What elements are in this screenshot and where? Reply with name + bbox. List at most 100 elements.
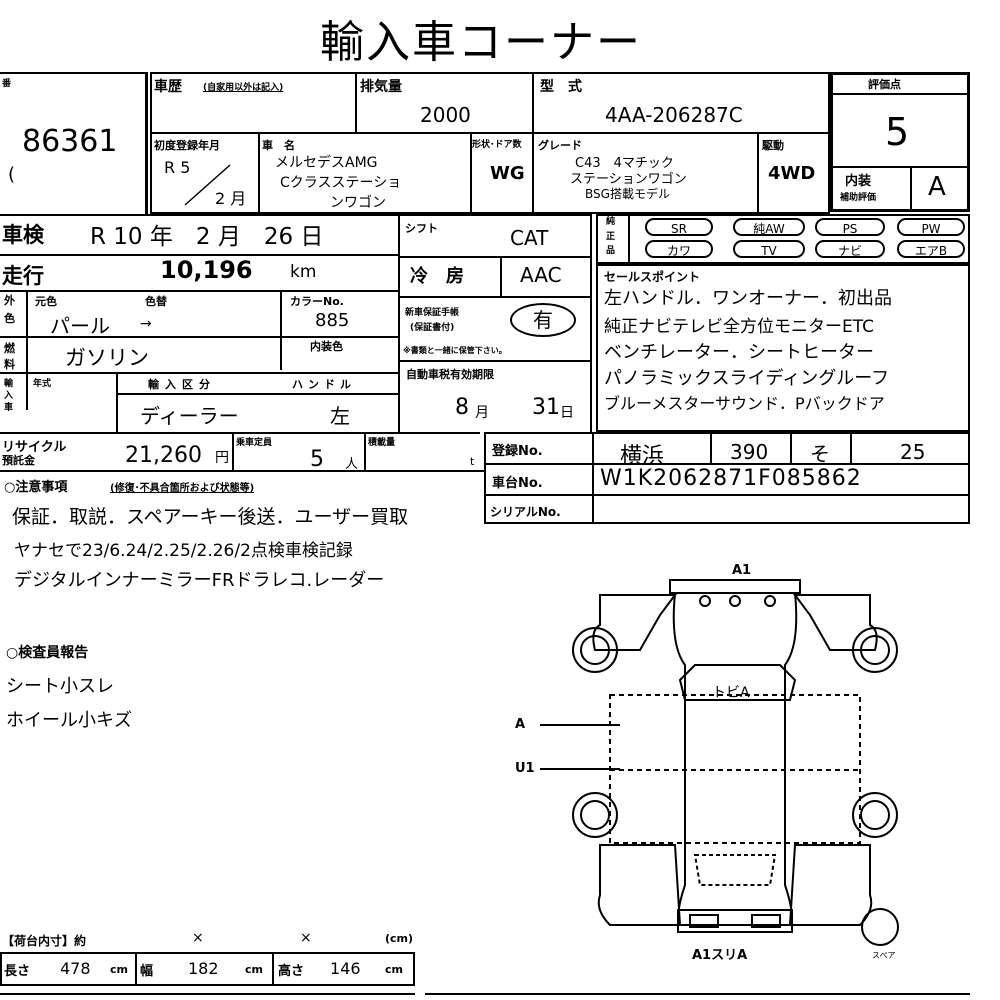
- registration-class: 390: [730, 440, 769, 464]
- shape-label: 形状･ドア数: [472, 140, 522, 150]
- equipment-label2: 正: [606, 232, 616, 242]
- name-line1: メルセデスAMG: [275, 155, 378, 171]
- lot-number: 86361: [22, 124, 118, 159]
- car-damage-diagram: [540, 579, 899, 946]
- inspector-line-1: ホイール小キズ: [6, 710, 132, 731]
- fuel-value: ガソリン: [65, 346, 149, 370]
- color-side2: 色: [4, 312, 15, 325]
- sales-line-2: ベンチレーター．シートヒーター: [604, 342, 874, 363]
- diagram-roof: トビA: [712, 685, 750, 701]
- drive-value: 4WD: [768, 163, 816, 184]
- equip-navi: ナビ: [815, 240, 885, 258]
- name-label: 車 名: [262, 139, 295, 152]
- top-grid: [150, 72, 830, 214]
- first-reg-month: 2 月: [215, 189, 247, 208]
- first-reg-year: R 5: [164, 158, 191, 177]
- manual-value-circle: 有: [510, 303, 576, 337]
- cargo-length: 478: [60, 959, 91, 978]
- cargo-label: 【荷台内寸】約: [2, 934, 87, 948]
- sales-line-1: 純正ナビテレビ全方位モニターETC: [604, 317, 874, 337]
- load-label: 積載量: [368, 438, 396, 448]
- inspection-value: R 10 年 2 月 26 日: [90, 224, 324, 250]
- bottom-rule-left: [0, 993, 415, 995]
- tax-month: 8: [455, 395, 469, 420]
- color-code-label: カラーNo.: [290, 295, 344, 308]
- left-grid: [0, 214, 400, 434]
- notes-line-2: デジタルインナーミラーFRドラレコ.レーダー: [14, 570, 385, 591]
- recycle-label1: リサイクル: [2, 440, 67, 455]
- name-line2: Cクラスステーショ: [280, 175, 402, 191]
- serial-label: シリアルNo.: [490, 505, 561, 519]
- grade-line2: ステーションワゴン: [570, 172, 687, 187]
- equip-pw: PW: [897, 218, 965, 236]
- grade-label: グレード: [538, 139, 582, 152]
- tax-day-unit: 日: [560, 405, 574, 421]
- name-line3: ンワゴン: [330, 195, 386, 211]
- notes-label: ○注意事項: [4, 480, 68, 495]
- page-title: 輸入車コーナー: [320, 17, 642, 68]
- cargo-width-unit: cm: [245, 963, 263, 976]
- model-value: 4AA-206287C: [605, 103, 743, 127]
- diagram-spare: スペア: [872, 951, 896, 960]
- color-arrow: →: [140, 316, 152, 332]
- equip-tv: TV: [733, 240, 805, 258]
- cargo-unit: (cm): [385, 932, 414, 945]
- notes-line-0: 保証．取説．スペアーキー後送．ユーザー買取: [12, 506, 409, 528]
- manual-note: ※書類と一緒に保管下さい。: [403, 346, 507, 355]
- score-label: 評価点: [868, 78, 901, 91]
- mileage-value: 10,196: [160, 256, 253, 284]
- tax-day: 31: [532, 395, 560, 420]
- diagram-a-label: A: [515, 717, 526, 732]
- model-label: 型 式: [540, 79, 582, 95]
- chassis-value: W1K2062871F085862: [600, 466, 862, 491]
- cargo-length-label: 長さ: [4, 964, 31, 979]
- history-sub: (自家用以外は記入): [203, 83, 284, 93]
- sales-box: [596, 264, 970, 432]
- registration-label: 登録No.: [492, 444, 543, 459]
- shift-label: シフト: [405, 222, 438, 235]
- inspector-label: ○検査員報告: [6, 645, 89, 661]
- capacity-value: 5: [310, 447, 324, 472]
- capacity-unit: 人: [345, 457, 359, 472]
- mid-grid: [400, 214, 592, 432]
- diagram-a1-top: A1: [732, 563, 752, 578]
- cargo-width-label: 幅: [140, 964, 154, 979]
- equip-airbag: エアB: [897, 240, 965, 258]
- mileage-label: 走行: [2, 264, 44, 288]
- fuel-side1: 燃: [4, 342, 15, 355]
- cargo-x2: ×: [300, 930, 312, 946]
- tax-label: 自動車税有効期限: [406, 368, 494, 381]
- equip-aw: 純AW: [733, 218, 805, 236]
- lot-label: 番: [2, 79, 12, 89]
- registration-place: 横浜: [620, 444, 665, 469]
- cargo-height: 146: [330, 959, 361, 978]
- interior-color-label: 内装色: [310, 340, 343, 353]
- interior-value: A: [928, 172, 946, 202]
- sales-line-3: パノラミックスライディングルーフ: [604, 368, 890, 389]
- import-type: ディーラー: [140, 404, 239, 428]
- interior-sub: 補助評価: [840, 193, 877, 203]
- tax-month-unit: 月: [475, 405, 489, 421]
- recycle-value: 21,260: [125, 443, 202, 468]
- bottom-rule-right: [425, 993, 970, 995]
- equipment-label: 純: [606, 217, 616, 227]
- cargo-length-unit: cm: [110, 963, 128, 976]
- mileage-unit: km: [290, 262, 317, 282]
- cargo-box: [0, 952, 415, 986]
- lot-box: 番 86361 (: [0, 72, 148, 214]
- shape-value: WG: [490, 163, 525, 184]
- notes-sub: (修復･不具合箇所および状態等): [110, 483, 255, 494]
- import-type-label: 輸入区分: [148, 378, 216, 391]
- engine-label: 排気量: [360, 79, 402, 95]
- ac-label: 冷 房: [410, 266, 464, 287]
- score-box: [830, 72, 970, 212]
- cargo-width: 182: [188, 959, 219, 978]
- recycle-unit: 円: [215, 450, 229, 466]
- interior-label: 内装: [845, 174, 872, 189]
- shift-value: CAT: [510, 226, 549, 250]
- notes-line-1: ヤナセで23/6.24/2.25/2.26/2点検車検記録: [14, 541, 353, 561]
- first-reg-label: 初度登録年月: [154, 139, 220, 152]
- history-label: 車歴: [154, 79, 182, 95]
- equipment-label3: 品: [606, 246, 616, 256]
- grade-line3: BSG搭載モデル: [585, 187, 670, 201]
